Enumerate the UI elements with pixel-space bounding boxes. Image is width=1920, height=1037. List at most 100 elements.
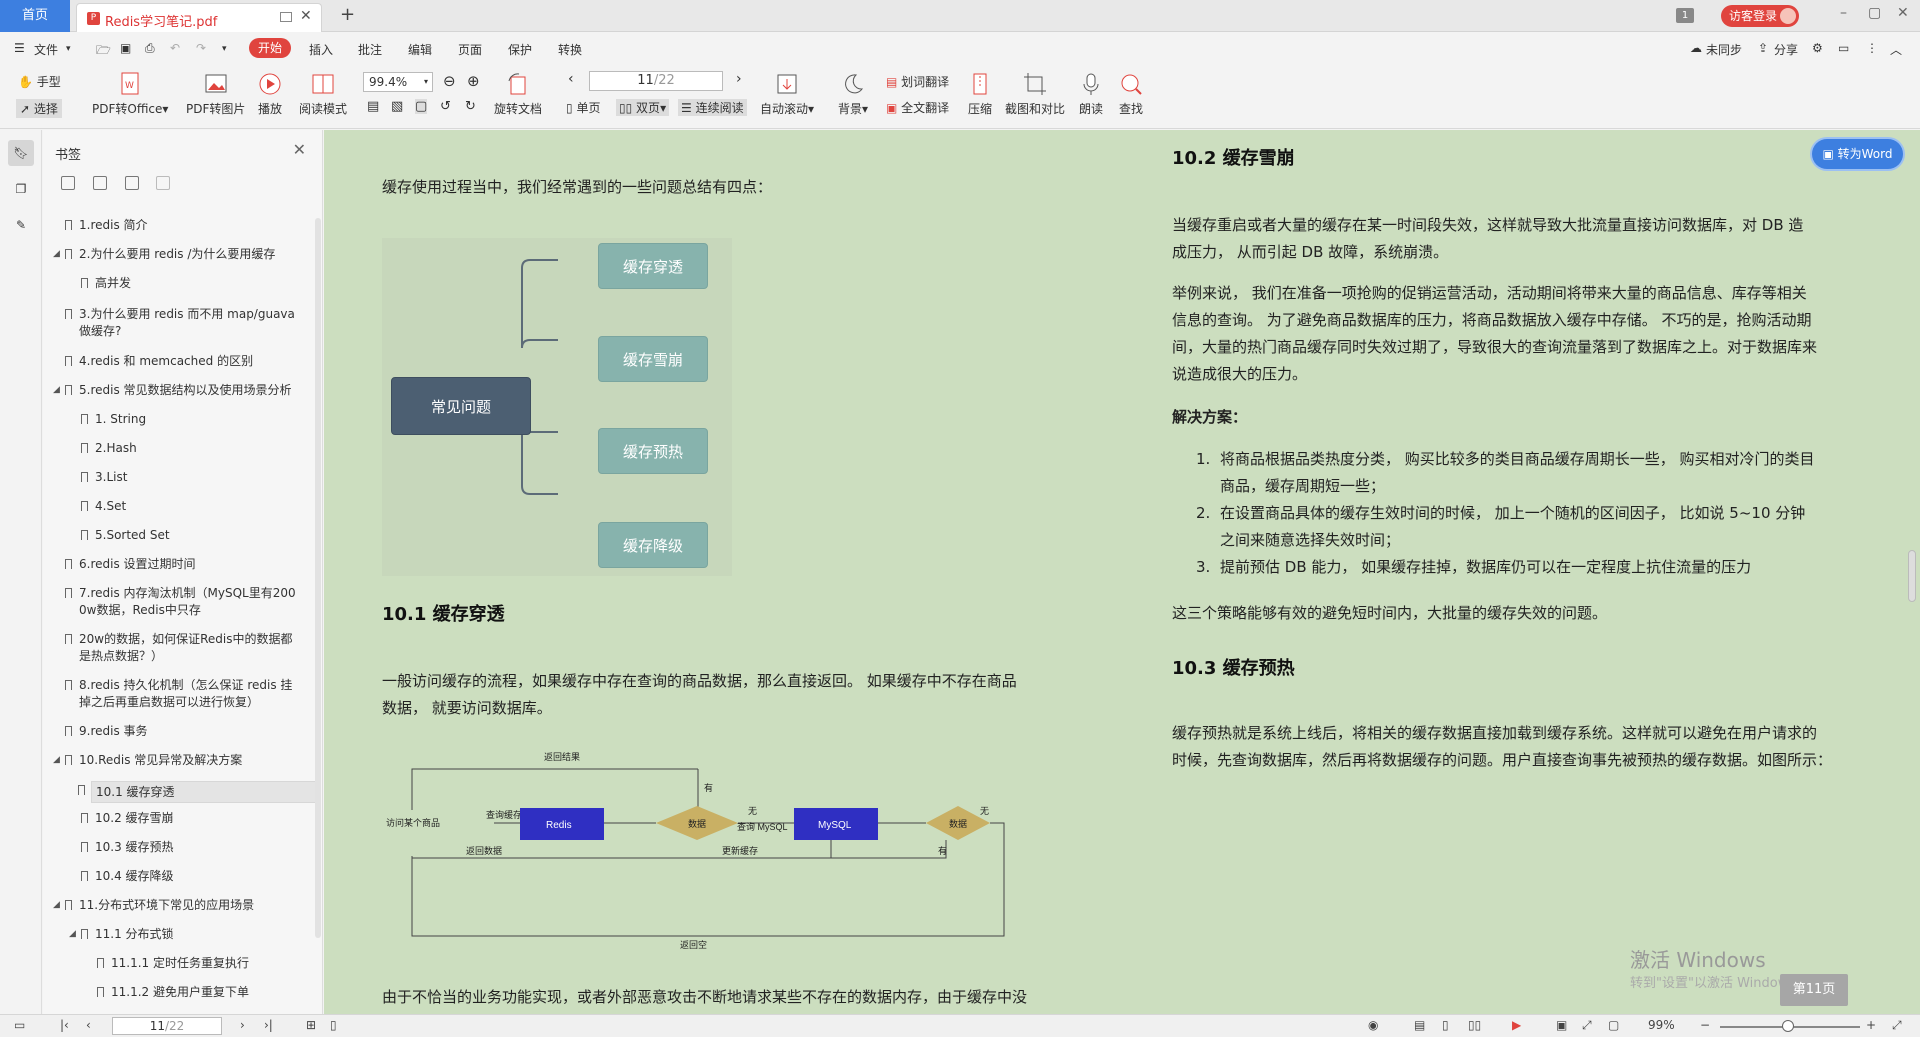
bookmark-flag-icon[interactable] <box>124 176 139 190</box>
sidebar-bookmark-item[interactable]: 10.3 缓存预热 <box>81 839 174 855</box>
page-view-icon[interactable]: ▯ <box>330 1018 337 1032</box>
thumbnail-panel-button[interactable]: ❐ <box>8 176 34 202</box>
menu-convert[interactable]: 转换 <box>558 43 583 57</box>
auto-scroll-button[interactable]: 自动滚动▾ <box>760 71 814 117</box>
status-page-input[interactable]: 11/22 <box>112 1017 222 1035</box>
add-page-icon[interactable]: ⊞ <box>306 1018 317 1032</box>
undo-icon[interactable]: ↶ <box>170 41 181 55</box>
sidebar-scrollbar[interactable] <box>315 218 321 938</box>
hand-tool[interactable]: ✋ 手型 <box>18 73 61 90</box>
zoom-in-icon[interactable]: ⊕ <box>467 72 480 90</box>
sidebar-bookmark-item[interactable]: 10.1 缓存穿透 <box>78 781 317 803</box>
double-page-button[interactable]: ▯▯ 双页▾ <box>616 99 670 116</box>
crop-compare-button[interactable]: 截图和对比 <box>1005 71 1065 117</box>
login-button[interactable]: 访客登录 <box>1721 5 1799 27</box>
sidebar-bookmark-item[interactable]: 10.4 缓存降级 <box>81 868 174 884</box>
prev-page-status-icon[interactable]: ‹ <box>86 1018 91 1032</box>
save-icon[interactable]: ▣ <box>120 41 132 55</box>
window-pin-icon[interactable] <box>280 12 292 22</box>
redo-icon[interactable]: ↷ <box>196 41 207 55</box>
sidebar-bookmark-item[interactable]: 5.Sorted Set <box>81 527 170 543</box>
menu-protect[interactable]: 保护 <box>508 43 533 57</box>
full-translate-button[interactable]: ▣ 全文翻译 <box>886 99 949 116</box>
pdf-to-image-button[interactable]: PDF转图片 <box>186 71 245 117</box>
expand-triangle-icon[interactable]: ◢ <box>53 900 60 910</box>
next-page-icon[interactable]: › <box>736 71 742 87</box>
delete-bookmark-icon[interactable] <box>156 176 171 190</box>
close-tab-icon[interactable]: ✕ <box>300 8 312 24</box>
hamburger-icon[interactable]: ☰ <box>14 41 25 55</box>
sidebar-bookmark-item[interactable]: 4.redis 和 memcached 的区别 <box>65 353 253 369</box>
expand-bookmark-icon[interactable] <box>92 176 107 190</box>
minimize-button[interactable]: – <box>1840 5 1847 21</box>
select-tool[interactable]: ➚ 选择 <box>16 99 62 118</box>
fullscreen-status-icon[interactable]: ⤢ <box>1582 1018 1592 1032</box>
rotate-right-icon[interactable]: ↻ <box>465 99 476 114</box>
sidebar-bookmark-item[interactable]: 11.1.2 避免用户重复下单 <box>97 984 249 1000</box>
annotation-panel-button[interactable]: ✎ <box>8 212 34 238</box>
rotate-document-button[interactable]: 旋转文档 <box>494 71 542 117</box>
bookmark-panel-button[interactable]: 🔖︎ <box>8 140 34 166</box>
play-button[interactable]: 播放 <box>257 71 283 117</box>
sidebar-bookmark-item[interactable]: 9.redis 事务 <box>65 723 148 739</box>
close-window-button[interactable]: ✕ <box>1897 5 1909 21</box>
maximize-button[interactable]: ▢ <box>1868 5 1882 21</box>
page-input[interactable]: 11/22 <box>589 71 723 91</box>
continuous-read-button[interactable]: ☰ 连续阅读 <box>678 99 747 116</box>
sidebar-bookmark-item[interactable]: 1.redis 简介 <box>65 217 148 233</box>
chevron-down-icon[interactable]: ▾ <box>66 44 71 54</box>
sidebar-bookmark-item[interactable]: ◢10.Redis 常见异常及解决方案 <box>53 752 242 768</box>
sidebar-bookmark-item[interactable]: ◢11.分布式环境下常见的应用场景 <box>53 897 254 913</box>
sidebar-bookmark-item[interactable]: 3.为什么要用 redis 而不用 map/guava <box>65 306 295 322</box>
zoom-out-status-icon[interactable]: − <box>1700 1018 1711 1032</box>
single-view-icon[interactable]: ▤ <box>1414 1018 1426 1032</box>
menu-annotate[interactable]: 批注 <box>358 43 383 57</box>
zoom-slider-knob[interactable] <box>1782 1020 1794 1032</box>
tab-home[interactable]: 首页 <box>0 0 70 32</box>
close-sidebar-icon[interactable]: ✕ <box>292 140 306 159</box>
zoom-status[interactable]: 99% <box>1648 1018 1675 1032</box>
read-mode-button[interactable]: 阅读模式 <box>299 71 347 117</box>
collapse-ribbon-icon[interactable]: ︿ <box>1890 43 1903 57</box>
sidebar-bookmark-item[interactable]: ◢11.1 分布式锁 <box>69 926 174 942</box>
sidebar-bookmark-item[interactable]: 3.List <box>81 469 127 485</box>
new-tab-button[interactable]: + <box>340 4 356 25</box>
actual-size-status-icon[interactable]: ▢ <box>1608 1018 1620 1032</box>
menu-edit[interactable]: 编辑 <box>408 43 433 57</box>
sidebar-bookmark-item[interactable]: 20w的数据，如何保证Redis中的数据都 <box>65 631 292 647</box>
sidebar-bookmark-item[interactable]: ◢2.为什么要用 redis /为什么要用缓存 <box>53 246 275 262</box>
sidebar-bookmark-item[interactable]: 1. String <box>81 411 146 427</box>
last-page-icon[interactable]: ›| <box>264 1018 273 1032</box>
fit-page-icon[interactable]: ▤ <box>367 99 380 114</box>
word-translate-button[interactable]: ▤ 划词翻译 <box>886 73 949 90</box>
fit-width-icon[interactable]: ▧ <box>391 99 404 114</box>
expand-triangle-icon[interactable]: ◢ <box>53 249 60 259</box>
next-page-status-icon[interactable]: › <box>240 1018 245 1032</box>
comment-icon[interactable]: ▭ <box>1838 41 1850 55</box>
sidebar-bookmark-item[interactable]: 8.redis 持久化机制（怎么保证 redis 挂 <box>65 677 292 693</box>
sidebar-toggle-icon[interactable]: ▭ <box>14 1018 26 1032</box>
open-icon[interactable]: 🗁 <box>96 43 111 57</box>
prev-page-icon[interactable]: ‹ <box>568 71 574 87</box>
play-status-icon[interactable]: ▶ <box>1512 1018 1522 1032</box>
sidebar-bookmark-item[interactable]: 4.Set <box>81 498 126 514</box>
print-icon[interactable]: ⎙ <box>145 41 155 55</box>
zoom-select[interactable]: 99.4%▾ <box>363 72 433 92</box>
menu-start[interactable]: 开始 <box>249 38 291 58</box>
convert-to-word-button[interactable]: ▣ 转为Word <box>1812 139 1903 169</box>
sidebar-bookmark-item[interactable]: 6.redis 设置过期时间 <box>65 556 196 572</box>
background-button[interactable]: 背景▾ <box>838 71 868 117</box>
rotate-left-icon[interactable]: ↺ <box>440 99 451 114</box>
zoom-out-icon[interactable]: ⊖ <box>443 72 456 90</box>
fit-status-icon[interactable]: ▣ <box>1556 1018 1568 1032</box>
zoom-in-status-icon[interactable]: + <box>1866 1018 1877 1032</box>
settings-icon[interactable]: ⚙ <box>1812 41 1823 55</box>
tab-document[interactable]: P Redis学习笔记.pdf ✕ <box>76 3 322 32</box>
more-icon[interactable]: ▾ <box>222 44 227 54</box>
sidebar-bookmark-item[interactable]: 高并发 <box>81 275 131 291</box>
add-bookmark-icon[interactable] <box>61 176 75 190</box>
menu-page[interactable]: 页面 <box>458 43 483 57</box>
document-scrollbar-thumb[interactable] <box>1908 550 1916 602</box>
menu-insert[interactable]: 插入 <box>309 43 334 57</box>
read-aloud-button[interactable]: 朗读 <box>1078 71 1104 117</box>
